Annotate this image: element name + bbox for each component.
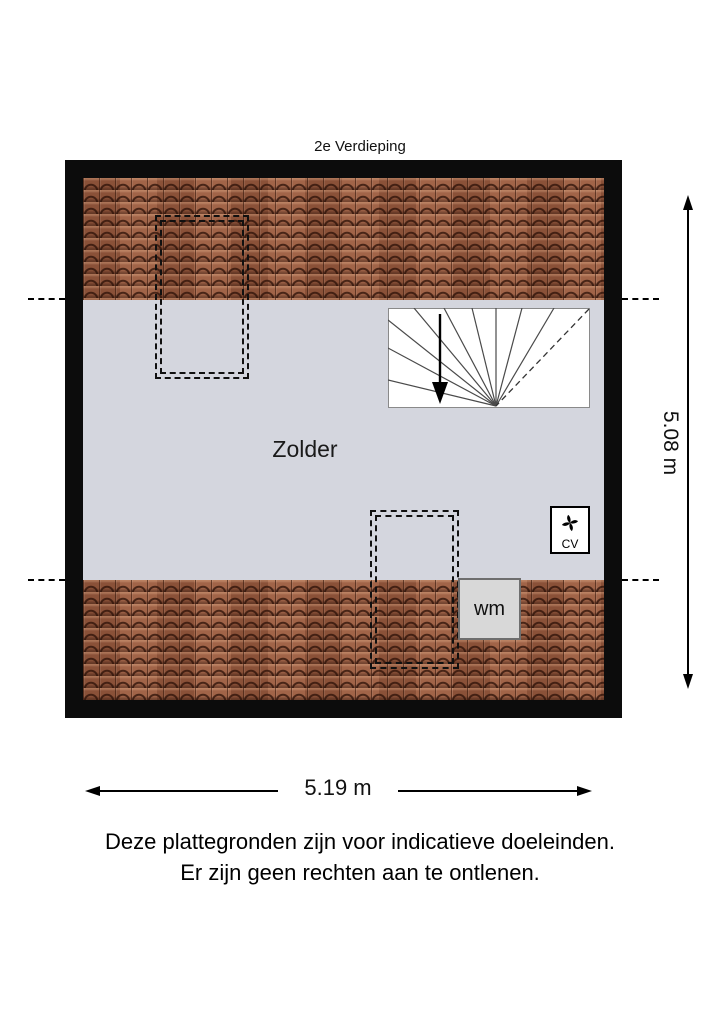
wm-label: wm bbox=[473, 597, 506, 620]
boundary-dash-left-bottom bbox=[28, 579, 65, 581]
roof-window-top-inner bbox=[160, 220, 244, 374]
stair-headroom-dashed-line bbox=[495, 308, 590, 407]
room-label: Zolder bbox=[272, 436, 338, 462]
disclaimer-line-1: Deze plattegronden zijn voor indicatieve… bbox=[104, 829, 615, 854]
cv-boiler: CV bbox=[550, 506, 590, 554]
width-dim-arrow-right bbox=[577, 786, 592, 796]
disclaimer: Deze plattegronden zijn voor indicatieve… bbox=[0, 826, 720, 888]
boundary-dash-left-top bbox=[28, 298, 65, 300]
width-dim-arrow-left bbox=[85, 786, 100, 796]
roof-tiles-top bbox=[83, 178, 604, 300]
roof-window-bottom bbox=[370, 510, 459, 669]
disclaimer-line-2: Er zijn geen rechten aan te ontlenen. bbox=[180, 860, 540, 885]
floorplan-inner: Zolder CV wm bbox=[83, 178, 604, 700]
stair-direction-down-arrow-icon bbox=[432, 314, 448, 404]
height-dim-arrow-bottom bbox=[683, 674, 693, 689]
floorplan: Zolder CV wm bbox=[65, 160, 622, 718]
roof-tiles-bottom bbox=[83, 580, 604, 700]
floor-title: 2e Verdieping bbox=[314, 138, 406, 155]
roof-window-top bbox=[155, 215, 249, 379]
roof-window-bottom-inner bbox=[375, 515, 454, 664]
staircase-outline bbox=[388, 308, 590, 408]
boundary-dash-right-top bbox=[622, 298, 659, 300]
height-dim-arrow-top bbox=[683, 195, 693, 210]
width-dim-label: 5.19 m bbox=[278, 775, 398, 801]
cv-label: CV bbox=[561, 537, 579, 551]
staircase bbox=[388, 308, 590, 408]
fan-icon bbox=[561, 514, 579, 532]
boundary-dash-right-bottom bbox=[622, 579, 659, 581]
height-dim-label: 5.08 m bbox=[659, 410, 682, 476]
height-dim-line bbox=[687, 209, 689, 674]
washing-machine: wm bbox=[458, 578, 521, 640]
